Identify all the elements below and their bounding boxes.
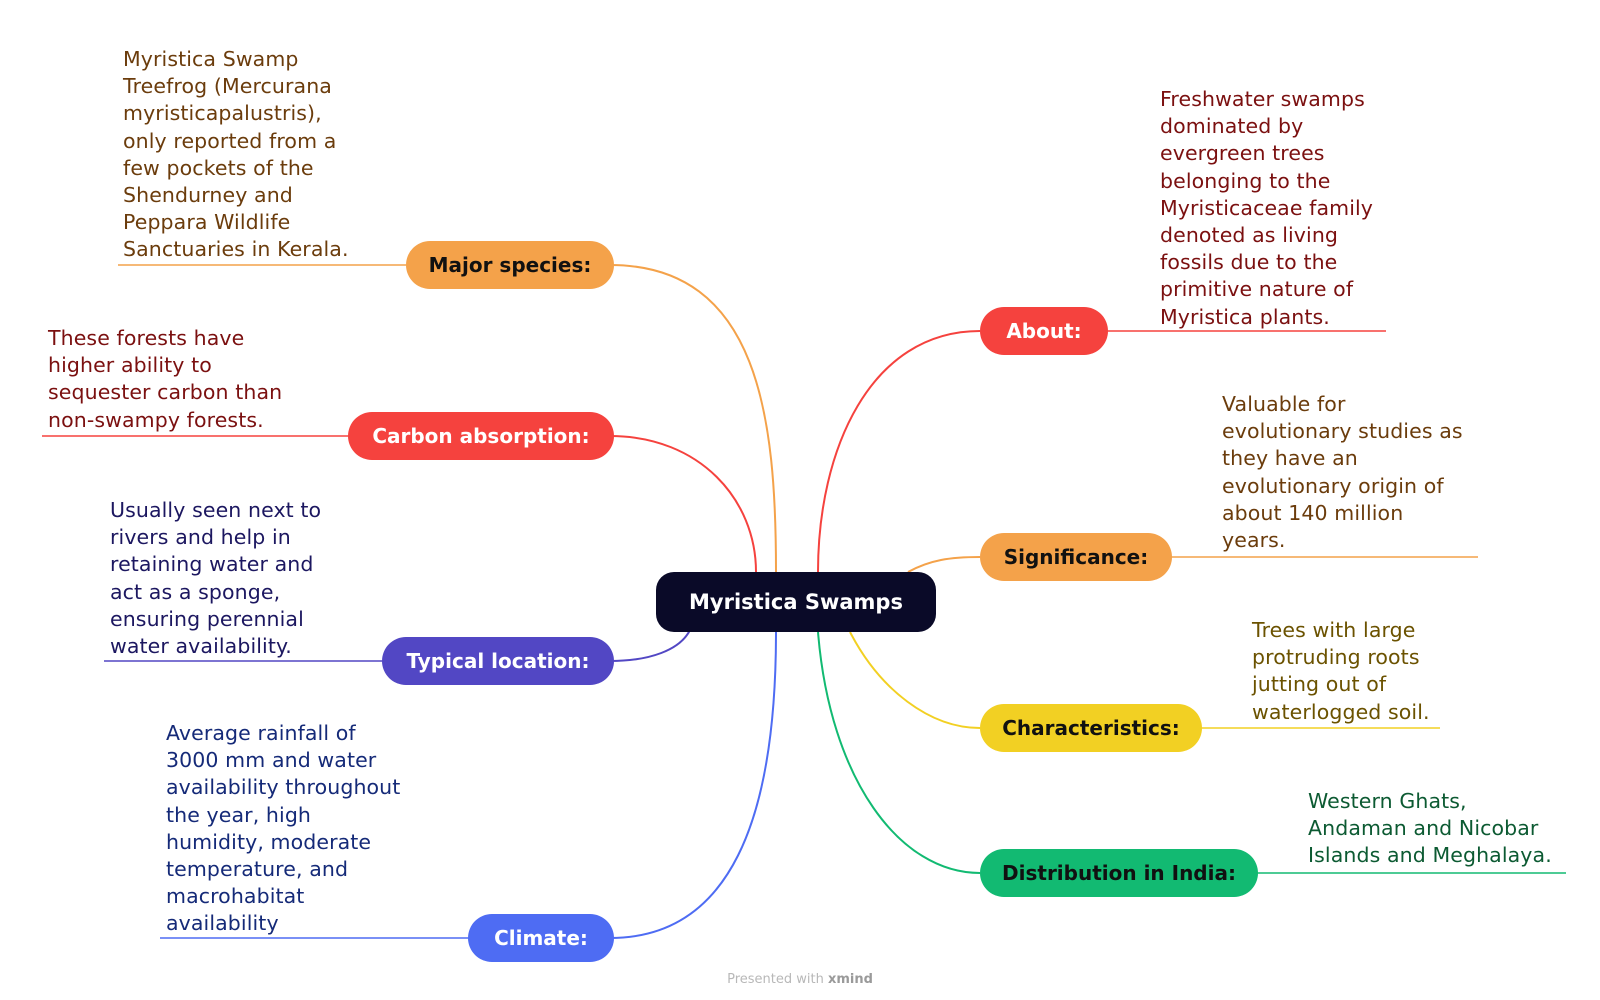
central-topic[interactable]: Myristica Swamps bbox=[656, 572, 936, 632]
note-about: Freshwater swamps dominated by evergreen… bbox=[1160, 87, 1374, 329]
topic-significance-label: Significance: bbox=[1003, 545, 1149, 569]
link-about bbox=[817, 330, 981, 573]
note-typical-location: Usually seen next to rivers and help in … bbox=[110, 498, 322, 659]
link-characteristics bbox=[849, 631, 981, 729]
note-significance: Valuable for evolutionary studies as the… bbox=[1222, 392, 1463, 553]
note-climate: Average rainfall of 3000 mm and water av… bbox=[166, 721, 401, 936]
topic-distribution-label: Distribution in India: bbox=[1002, 861, 1236, 885]
link-carbon-absorption bbox=[609, 435, 757, 573]
link-distribution bbox=[817, 631, 981, 874]
link-significance bbox=[907, 556, 981, 573]
topic-carbon-absorption[interactable]: Carbon absorption: bbox=[348, 412, 614, 460]
topic-about[interactable]: About: bbox=[980, 307, 1108, 355]
topic-characteristics-label: Characteristics: bbox=[1002, 716, 1180, 740]
footer-prefix: Presented with bbox=[727, 972, 824, 987]
topic-major-species-label: Major species: bbox=[428, 253, 592, 277]
central-topic-label: Myristica Swamps bbox=[689, 590, 903, 614]
topic-about-label: About: bbox=[1006, 319, 1082, 343]
note-characteristics: Trees with large protruding roots juttin… bbox=[1252, 618, 1430, 724]
topic-major-species[interactable]: Major species: bbox=[406, 241, 614, 289]
footer-brand: xmind bbox=[827, 972, 873, 987]
note-distribution: Western Ghats, Andaman and Nicobar Islan… bbox=[1308, 789, 1552, 868]
link-climate bbox=[609, 631, 777, 939]
topic-significance[interactable]: Significance: bbox=[980, 533, 1172, 581]
presented-with-footer: Presented with xmind bbox=[0, 972, 1600, 987]
topic-typical-location[interactable]: Typical location: bbox=[382, 637, 614, 685]
topic-typical-location-label: Typical location: bbox=[406, 649, 590, 673]
topic-distribution[interactable]: Distribution in India: bbox=[980, 849, 1258, 897]
topic-characteristics[interactable]: Characteristics: bbox=[980, 704, 1202, 752]
link-typical-location bbox=[609, 629, 691, 662]
note-major-species: Myristica Swamp Treefrog (Mercurana myri… bbox=[123, 47, 349, 262]
topic-climate[interactable]: Climate: bbox=[468, 914, 614, 962]
link-major-species bbox=[609, 264, 777, 573]
note-carbon-absorption: These forests have higher ability to seq… bbox=[48, 326, 283, 432]
topic-climate-label: Climate: bbox=[494, 926, 588, 950]
topic-carbon-absorption-label: Carbon absorption: bbox=[372, 424, 590, 448]
